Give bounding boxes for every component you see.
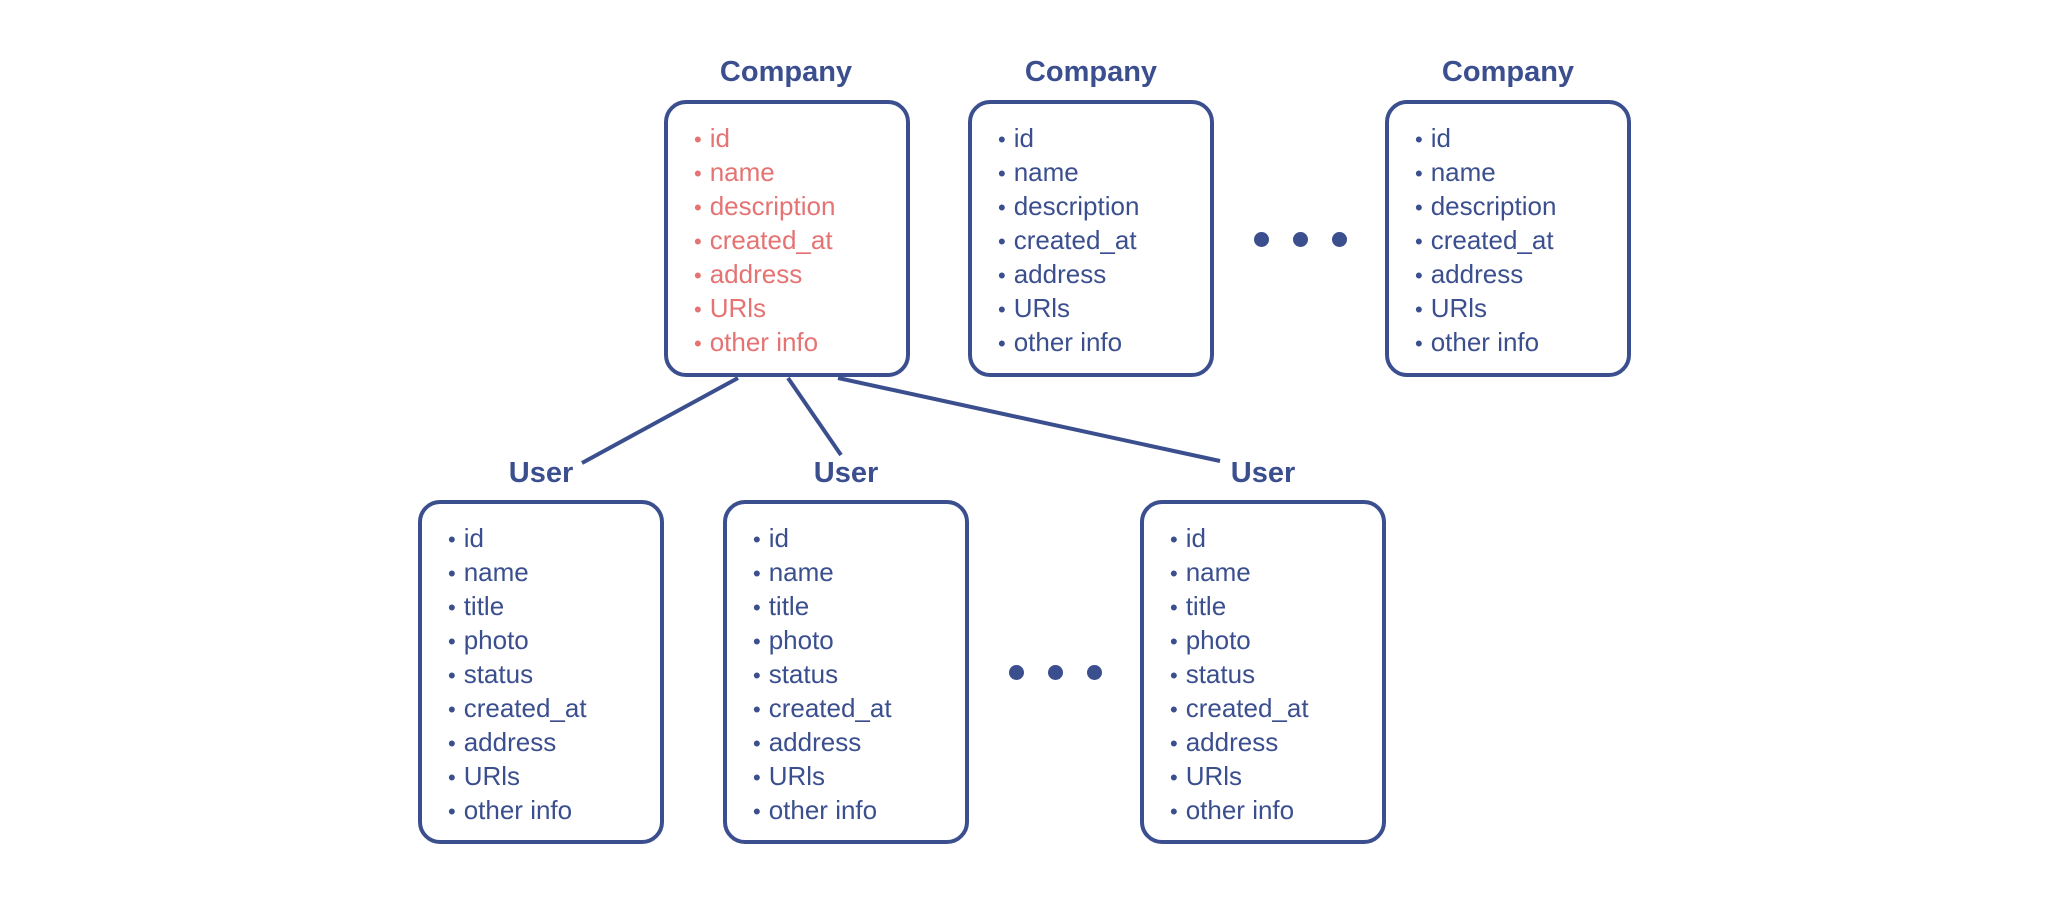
user-field: URls bbox=[753, 760, 965, 794]
user-field: created_at bbox=[448, 692, 660, 726]
company-field: id bbox=[998, 122, 1210, 156]
company-field: id bbox=[694, 122, 906, 156]
user-field: name bbox=[1170, 556, 1382, 590]
user-field: title bbox=[448, 590, 660, 624]
user-card-3: id name title photo status created_at ad… bbox=[1140, 500, 1386, 844]
company-fields-1: id name description created_at address U… bbox=[668, 104, 906, 360]
user-fields-2: id name title photo status created_at ad… bbox=[727, 504, 965, 828]
ellipsis-dots-companies bbox=[1254, 232, 1347, 247]
company-field: other info bbox=[998, 326, 1210, 360]
user-field: status bbox=[1170, 658, 1382, 692]
dot-icon bbox=[1009, 665, 1024, 680]
company-card-2: id name description created_at address U… bbox=[968, 100, 1214, 377]
company-title-3: Company bbox=[1441, 56, 1575, 88]
company-field: other info bbox=[694, 326, 906, 360]
dot-icon bbox=[1293, 232, 1308, 247]
user-field: created_at bbox=[1170, 692, 1382, 726]
user-field: photo bbox=[1170, 624, 1382, 658]
company-field: URls bbox=[694, 292, 906, 326]
user-field: name bbox=[448, 556, 660, 590]
company-field: id bbox=[1415, 122, 1627, 156]
user-field: URls bbox=[1170, 760, 1382, 794]
company-field: other info bbox=[1415, 326, 1627, 360]
connector-line-company-user-3 bbox=[837, 376, 1221, 463]
user-card-1: id name title photo status created_at ad… bbox=[418, 500, 664, 844]
company-field: address bbox=[694, 258, 906, 292]
company-field: name bbox=[694, 156, 906, 190]
company-field: address bbox=[998, 258, 1210, 292]
user-field: address bbox=[753, 726, 965, 760]
user-field: id bbox=[448, 522, 660, 556]
user-title-1: User bbox=[508, 457, 574, 489]
user-field: created_at bbox=[753, 692, 965, 726]
user-field: photo bbox=[753, 624, 965, 658]
company-fields-2: id name description created_at address U… bbox=[972, 104, 1210, 360]
company-field: URls bbox=[998, 292, 1210, 326]
user-card-2: id name title photo status created_at ad… bbox=[723, 500, 969, 844]
company-card-3: id name description created_at address U… bbox=[1385, 100, 1631, 377]
user-fields-3: id name title photo status created_at ad… bbox=[1144, 504, 1382, 828]
company-field: address bbox=[1415, 258, 1627, 292]
user-field: other info bbox=[753, 794, 965, 828]
user-field: status bbox=[753, 658, 965, 692]
company-field: description bbox=[1415, 190, 1627, 224]
user-field: URls bbox=[448, 760, 660, 794]
company-field: created_at bbox=[1415, 224, 1627, 258]
user-field: address bbox=[1170, 726, 1382, 760]
user-field: photo bbox=[448, 624, 660, 658]
user-field: other info bbox=[448, 794, 660, 828]
user-field: name bbox=[753, 556, 965, 590]
company-field: description bbox=[998, 190, 1210, 224]
dot-icon bbox=[1254, 232, 1269, 247]
user-field: address bbox=[448, 726, 660, 760]
company-title-2: Company bbox=[1024, 56, 1158, 88]
company-title-1: Company bbox=[719, 56, 853, 88]
user-title-3: User bbox=[1230, 457, 1296, 489]
company-field: description bbox=[694, 190, 906, 224]
user-field: title bbox=[753, 590, 965, 624]
user-fields-1: id name title photo status created_at ad… bbox=[422, 504, 660, 828]
connector-line-company-user-2 bbox=[786, 376, 843, 457]
company-field: created_at bbox=[998, 224, 1210, 258]
company-fields-3: id name description created_at address U… bbox=[1389, 104, 1627, 360]
dot-icon bbox=[1048, 665, 1063, 680]
user-field: id bbox=[1170, 522, 1382, 556]
company-card-1: id name description created_at address U… bbox=[664, 100, 910, 377]
ellipsis-dots-users bbox=[1009, 665, 1102, 680]
user-title-2: User bbox=[813, 457, 879, 489]
user-field: status bbox=[448, 658, 660, 692]
user-field: title bbox=[1170, 590, 1382, 624]
company-field: name bbox=[998, 156, 1210, 190]
company-field: name bbox=[1415, 156, 1627, 190]
connector-line-company-user-1 bbox=[581, 376, 739, 465]
dot-icon bbox=[1332, 232, 1347, 247]
user-field: id bbox=[753, 522, 965, 556]
company-field: URls bbox=[1415, 292, 1627, 326]
dot-icon bbox=[1087, 665, 1102, 680]
company-field: created_at bbox=[694, 224, 906, 258]
user-field: other info bbox=[1170, 794, 1382, 828]
